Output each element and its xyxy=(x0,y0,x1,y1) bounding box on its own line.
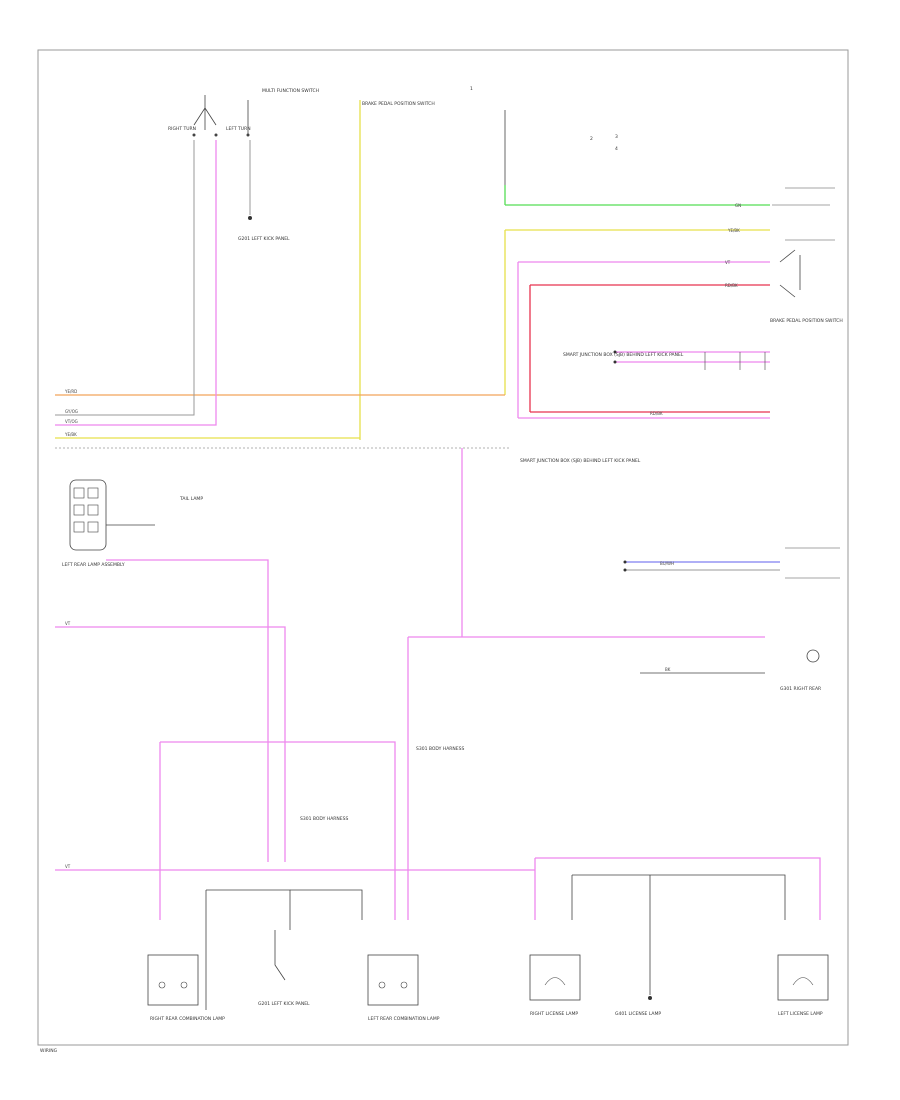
sjb-upper-label: SMART JUNCTION BOX (SJB) BEHIND LEFT KIC… xyxy=(563,352,684,358)
wire-yelred-label: YE/RD xyxy=(64,389,77,394)
diagram-frame xyxy=(37,49,849,1046)
ground-g201: G201 LEFT KICK PANEL xyxy=(238,140,290,242)
sjb-bottom-label: S301 BODY HARNESS xyxy=(300,816,348,822)
right-rear-combination-lamp: RIGHT REAR COMBINATION LAMP xyxy=(147,954,225,1022)
rr-combo-label: RIGHT REAR COMBINATION LAMP xyxy=(150,1016,225,1022)
brake-switch-note-label: BRAKE PEDAL POSITION SWITCH xyxy=(362,101,435,107)
wire-ye-label: YE/BK xyxy=(727,228,740,233)
turn-switch-label: MULTI FUNCTION SWITCH xyxy=(262,88,319,94)
left-rear-combination-lamp: LEFT REAR COMBINATION LAMP xyxy=(367,954,440,1022)
wire-vt-lamp-label: VT xyxy=(65,621,71,626)
pin-label-1: 1 xyxy=(470,86,473,92)
wire-ye-bus-label: YE/BK xyxy=(64,432,77,437)
ground-g201b-label: G201 LEFT KICK PANEL xyxy=(258,1001,310,1007)
lr-combo-label: LEFT REAR COMBINATION LAMP xyxy=(368,1016,440,1022)
top-feed: 1 GN 2 xyxy=(470,86,770,208)
splice-s301-label: S301 BODY HARNESS xyxy=(416,746,464,752)
sjb-connectors-lower: BU/WH xyxy=(623,547,840,579)
ground-g201b: G201 LEFT KICK PANEL xyxy=(258,930,310,1007)
ground-g301: G301 RIGHT REAR xyxy=(780,649,821,692)
brake-switch-label: BRAKE PEDAL POSITION SWITCH xyxy=(770,318,843,324)
wire-rd-label: RD/BK xyxy=(725,283,738,288)
sjb-connectors-upper: SMART JUNCTION BOX (SJB) BEHIND LEFT KIC… xyxy=(563,350,770,370)
brake-switch-note: BRAKE PEDAL POSITION SWITCH xyxy=(359,100,435,440)
tail-note-label: TAIL LAMP xyxy=(179,496,203,502)
wire-bl-label: BU/WH xyxy=(660,561,674,566)
turn-switch: MULTI FUNCTION SWITCH RIGHT TURN LEFT TU… xyxy=(168,88,319,137)
wire-bk-label: BK xyxy=(665,667,671,672)
sjb-central-label: SMART JUNCTION BOX (SJB) BEHIND LEFT KIC… xyxy=(520,458,641,464)
wire-pink-lamp-a xyxy=(106,559,269,862)
pin-label-2: 2 xyxy=(590,136,593,142)
wire-pink-bus-a xyxy=(55,140,217,426)
wire-pink-license-bus xyxy=(535,857,821,920)
brake-pedal-switch: BRAKE PEDAL POSITION SWITCH xyxy=(770,187,843,324)
pin-label-3: 3 xyxy=(615,134,618,140)
ground-g301-label: G301 RIGHT REAR xyxy=(780,686,821,692)
wire-vt-bus-label: VT/OG xyxy=(65,419,78,424)
wire-rd-mid-label: RD/BK xyxy=(650,411,663,416)
wire-gn-label: GN xyxy=(735,203,741,208)
ground-g201-label: G201 LEFT KICK PANEL xyxy=(238,236,290,242)
wire-gy-label: GY/OG xyxy=(65,409,78,414)
footer-label: WIRING xyxy=(40,1048,58,1054)
wire-vt-label: VT xyxy=(725,260,731,265)
ground-g401: G401 LICENSE LAMP xyxy=(615,996,661,1017)
switch-left-label: LEFT TURN xyxy=(226,126,251,132)
pin-label-4: 4 xyxy=(615,146,618,152)
left-rear-lamp-assembly: LEFT REAR LAMP ASSEMBLY TAIL LAMP xyxy=(62,479,203,568)
left-license-lamp: LEFT LICENSE LAMP xyxy=(777,954,829,1017)
rr-license-label: RIGHT LICENSE LAMP xyxy=(530,1011,578,1017)
right-license-lamp: RIGHT LICENSE LAMP xyxy=(529,954,581,1017)
wire-pink-lamp-b xyxy=(55,626,286,862)
ground-g401-label: G401 LICENSE LAMP xyxy=(615,1011,661,1017)
left-rear-lamp-label: LEFT REAR LAMP ASSEMBLY xyxy=(62,562,125,568)
wire-gray-bus xyxy=(55,140,195,416)
wire-pink-splice xyxy=(160,741,396,920)
lr-license-label: LEFT LICENSE LAMP xyxy=(778,1011,823,1017)
switch-right-label: RIGHT TURN xyxy=(168,126,196,132)
wire-vt-bottom-label: VT xyxy=(65,864,71,869)
